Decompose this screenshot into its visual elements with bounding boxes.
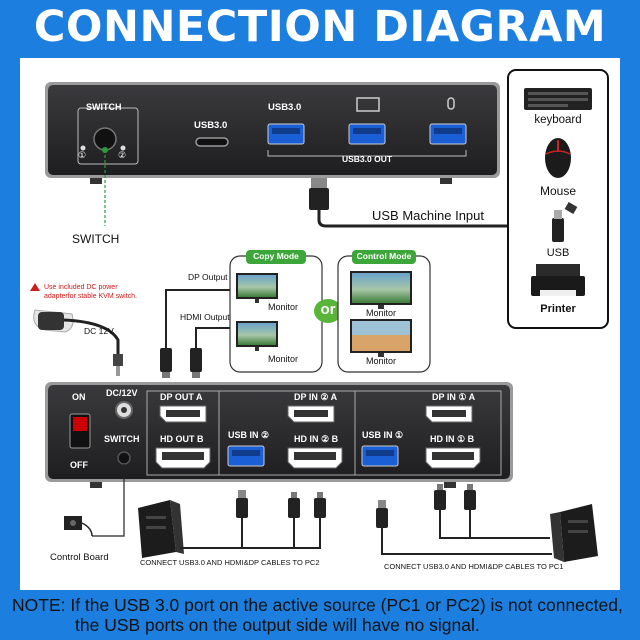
usb-c-port[interactable] — [195, 137, 229, 147]
mouse-icon — [545, 138, 571, 178]
copy-mode-title: Copy Mode — [253, 251, 299, 261]
usb-input-cable — [309, 178, 508, 228]
or-label: or — [320, 301, 336, 318]
pc1-indicator: ① — [78, 150, 87, 160]
output-cables — [160, 289, 234, 378]
usb-machine-input-label: USB Machine Input — [372, 208, 485, 223]
bottom-switch-port[interactable] — [117, 451, 131, 465]
note-text: NOTE: If the USB 3.0 port on the active … — [12, 595, 623, 635]
usb3-hub-label: USB3.0 — [268, 102, 302, 113]
control-mode-title: Control Mode — [356, 251, 412, 261]
dp-in-1-a-label: DP IN ① A — [432, 392, 476, 402]
monitor-icon — [236, 273, 278, 303]
dp-in-2-a-port[interactable] — [287, 405, 335, 423]
monitor-icon — [350, 271, 412, 309]
printer-label: Printer — [540, 303, 576, 315]
pc2-tower — [138, 500, 184, 558]
power-note: Use included DC power adapterfor stable … — [44, 284, 137, 300]
on-label: ON — [72, 392, 86, 402]
pc1-cables — [376, 484, 552, 555]
dc12v-port-label: DC/12V — [106, 388, 138, 398]
usb-in-2-port[interactable] — [227, 445, 265, 467]
control-monitor-2-label: Monitor — [366, 356, 397, 366]
hd-in-1-b-label: HD IN ① B — [430, 434, 475, 444]
or-badge — [314, 299, 342, 323]
usb-in-2-label: USB IN ② — [228, 430, 270, 440]
hd-in-2-b-port[interactable] — [287, 447, 343, 469]
usb3-out-ports[interactable] — [267, 123, 467, 145]
bottom-device — [45, 382, 513, 488]
copy-mode-box — [229, 250, 323, 373]
pc1-tower — [550, 504, 598, 562]
hd-out-b-port[interactable] — [155, 447, 211, 469]
keyboard-icon — [356, 97, 380, 112]
mouse-label: Mouse — [539, 184, 577, 198]
usb3-out-label: USB3.0 OUT — [341, 154, 393, 164]
bottom-switch-label: SWITCH — [104, 434, 140, 444]
connect-pc1-label: CONNECT USB3.0 AND HDMI&DP CABLES TO PC1 — [384, 562, 564, 571]
mouse-icon — [447, 97, 455, 110]
diagram-graphics — [30, 69, 609, 562]
hdmi-output-label: HDMI Output — [180, 312, 230, 322]
note-line-1: NOTE: If the USB 3.0 port on the active … — [12, 595, 623, 615]
off-label: OFF — [70, 460, 88, 470]
top-device — [45, 82, 500, 184]
dp-out-a-port[interactable] — [159, 405, 207, 423]
usb-c-label: USB3.0 — [194, 120, 228, 131]
top-switch-label: SWITCH — [86, 102, 122, 112]
dp-in-2-a-label: DP IN ② A — [294, 392, 338, 402]
copy-monitor-1-label: Monitor — [268, 302, 299, 312]
keyboard-label: keyboard — [534, 114, 582, 126]
diagram-panel: SWITCH ① ② USB3.0 USB3.0 USB3.0 OUT SWIT… — [20, 58, 620, 590]
hd-in-2-b-label: HD IN ② B — [294, 434, 339, 444]
dp-output-label: DP Output — [188, 272, 228, 282]
pc2-indicator: ② — [118, 150, 127, 160]
control-board-label: Control Board — [50, 552, 109, 563]
dp-out-a-label: DP OUT A — [160, 392, 203, 402]
usb-drive-icon — [552, 202, 578, 242]
monitor-icon — [350, 319, 412, 357]
copy-monitor-2-label: Monitor — [268, 354, 299, 364]
hd-in-1-b-port[interactable] — [425, 447, 481, 469]
power-adapter — [33, 309, 123, 376]
peripherals-box — [507, 69, 609, 329]
connect-pc2-label: CONNECT USB3.0 AND HDMI&DP CABLES TO PC2 — [140, 558, 320, 567]
pc2-cables — [180, 490, 326, 549]
usb-in-1-port[interactable] — [361, 445, 399, 467]
control-monitor-1-label: Monitor — [366, 308, 397, 318]
page-title: CONNECTION DIAGRAM — [33, 2, 607, 52]
control-mode-box — [337, 250, 431, 373]
dc-12v-label: DC 12V — [84, 326, 114, 336]
switch-callout-label: SWITCH — [72, 232, 120, 246]
monitor-icon — [236, 321, 278, 351]
keyboard-icon — [524, 88, 592, 110]
hd-out-b-label: HD OUT B — [160, 434, 204, 444]
usb-in-1-label: USB IN ① — [362, 430, 404, 440]
note-line-2: the USB ports on the output side will ha… — [75, 615, 480, 635]
control-board-icon — [64, 516, 93, 537]
printer-icon — [531, 264, 585, 296]
dp-in-1-a-port[interactable] — [425, 405, 473, 423]
warning-icon — [30, 283, 40, 291]
usb-label: USB — [546, 247, 570, 259]
top-switch-button[interactable] — [93, 127, 117, 151]
